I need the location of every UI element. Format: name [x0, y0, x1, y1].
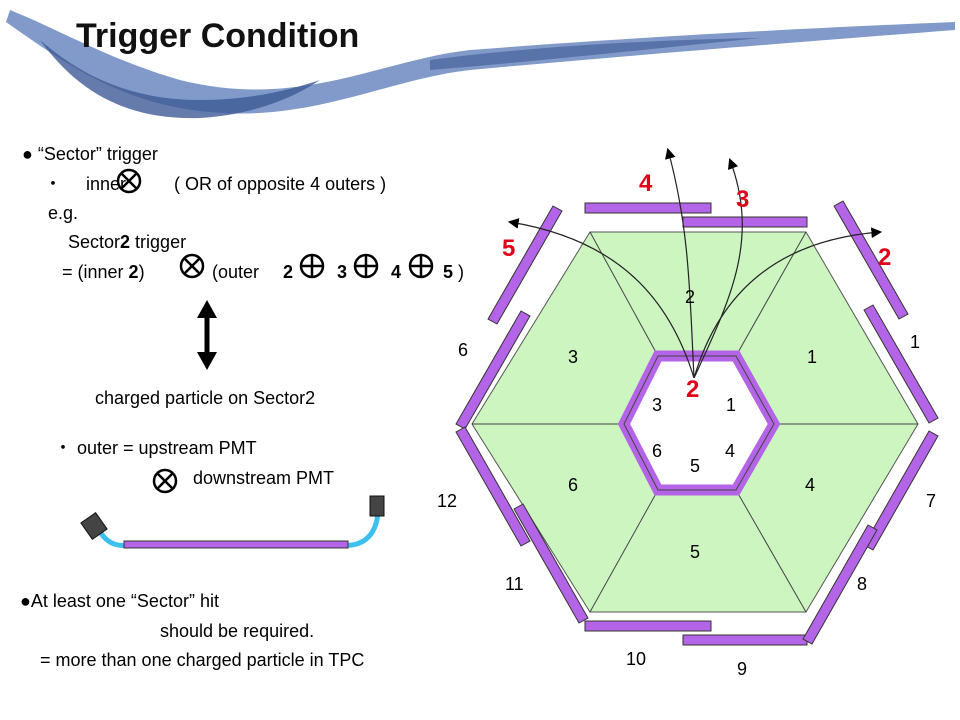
sector-label-2: 2: [685, 287, 696, 307]
oplus-symbol: [353, 253, 379, 279]
inner-label-5: 5: [690, 456, 701, 476]
equation-outer-4: 4: [391, 262, 402, 282]
counter-label-9: 9: [737, 659, 748, 679]
inner-sector-2-highlight: 2: [686, 376, 700, 403]
pmt-downstream-icon: [369, 495, 385, 517]
equation-outer-word: (outer: [212, 262, 260, 282]
outer-highlight-2: 2: [878, 244, 892, 271]
counter-label-6: 6: [458, 340, 469, 360]
counter-bar: [863, 430, 939, 551]
otimes-symbol: [116, 168, 142, 194]
sector-label-6: 6: [568, 475, 579, 495]
sector-label-3: 3: [568, 347, 579, 367]
inner-label: inner: [86, 174, 127, 194]
counter-label-11: 11: [505, 574, 524, 594]
counter-bar: [513, 503, 589, 624]
counter-label-10: 10: [626, 649, 647, 669]
sector-label-4: 4: [805, 475, 816, 495]
counter-bar: [682, 216, 808, 228]
oplus-symbol: [408, 253, 434, 279]
oplus-symbol: [299, 253, 325, 279]
pmt-upstream-icon: [80, 511, 108, 541]
page-title: Trigger Condition: [76, 17, 360, 55]
counter-bar: [802, 524, 878, 645]
counter-bar: [863, 304, 939, 424]
inner-bullet: ・: [44, 174, 62, 194]
outer-highlight-4: 4: [639, 170, 653, 197]
counter-bar: [455, 426, 531, 547]
counter-bar: [584, 202, 712, 214]
inner-label-6: 6: [652, 441, 663, 461]
equation-outer-3: 3: [337, 262, 348, 282]
inner-description: ( OR of opposite 4 outers ): [174, 174, 387, 194]
sector-label-1: 1: [807, 347, 818, 367]
required-label: should be required.: [160, 621, 315, 641]
equation-inner-part: = (inner 2): [62, 262, 145, 282]
sector-hit-requirement: ●At least one “Sector” hit: [20, 591, 219, 611]
sector2-trigger-label: Sector2 trigger: [68, 232, 187, 252]
pmt-counter-illustration: [80, 495, 385, 549]
inner-hexagon-ring: [617, 350, 781, 496]
counter-bar: [584, 620, 712, 632]
charged-particle-label: charged particle on Sector2: [95, 388, 316, 408]
outer-highlight-3: 3: [736, 186, 750, 213]
counter-label-1: 1: [910, 332, 921, 352]
counter-label-8: 8: [857, 574, 868, 594]
otimes-symbol: [179, 253, 205, 279]
downstream-pmt-label: downstream PMT: [193, 468, 335, 488]
inner-label-1: 1: [726, 395, 737, 415]
example-label: e.g.: [48, 203, 79, 223]
tpc-particle-note: = more than one charged particle in TPC: [40, 650, 365, 670]
title-swoosh: [6, 10, 955, 119]
trigger-arrows: [507, 147, 883, 379]
counter-label-12: 12: [437, 491, 458, 511]
otimes-symbol: [152, 468, 178, 494]
sector-label-5: 5: [690, 542, 701, 562]
inner-label-4: 4: [725, 441, 736, 461]
outer-counters: [455, 200, 939, 646]
outer-highlight-5: 5: [502, 235, 516, 262]
outer-pmt-definition: ・ outer = upstream PMT: [54, 438, 257, 458]
equation-outer-2: 2: [283, 262, 294, 282]
equivalence-arrow: [197, 300, 217, 370]
counter-bar: [833, 200, 909, 320]
counter-bar: [682, 634, 808, 646]
inner-label-3: 3: [652, 395, 663, 415]
equation-outer-5: 5 ): [443, 262, 465, 282]
scintillator-bar: [123, 540, 349, 549]
counter-bar: [487, 205, 563, 325]
counter-label-7: 7: [926, 491, 937, 511]
sector-trigger-heading: ● “Sector” trigger: [22, 144, 158, 164]
